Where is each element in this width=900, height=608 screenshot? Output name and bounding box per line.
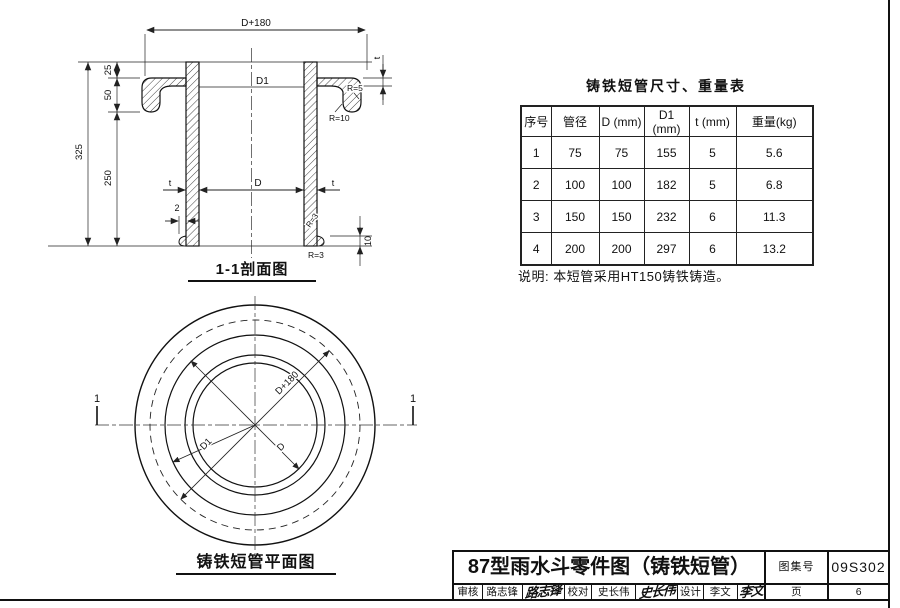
radius-label-r3-lower: R=3 bbox=[308, 250, 324, 260]
dim-label-bore: D bbox=[254, 178, 261, 189]
cell: 6 bbox=[688, 232, 737, 266]
spigot-bead-right bbox=[316, 235, 325, 247]
cell: 6 bbox=[688, 200, 737, 233]
col-header: D1 (mm) bbox=[643, 105, 690, 137]
cell: 11.3 bbox=[735, 200, 814, 233]
table-row: 2 100 100 182 5 6.8 bbox=[520, 168, 814, 201]
signature-scribble: 李文 bbox=[738, 582, 764, 601]
cell: 200 bbox=[550, 232, 600, 266]
radius-label-r10: R=10 bbox=[329, 113, 350, 123]
col-header: 重量(kg) bbox=[735, 105, 814, 137]
cell: 5.6 bbox=[735, 136, 814, 169]
sheet-border-right bbox=[888, 0, 890, 608]
checker-signature: 史长伟 bbox=[635, 582, 677, 601]
col-header: 管径 bbox=[550, 105, 600, 137]
cell: 2 bbox=[520, 168, 552, 201]
section-view-caption: 1-1剖面图 bbox=[188, 258, 316, 282]
dim-label-t-left: t bbox=[169, 178, 172, 188]
designer-name: 李文 bbox=[702, 585, 737, 601]
section-marker-label-right: 1 bbox=[410, 393, 416, 405]
cell: 75 bbox=[598, 136, 645, 169]
cell: 75 bbox=[550, 136, 600, 169]
spec-table-title: 铸铁短管尺寸、重量表 bbox=[586, 78, 746, 94]
section-view-drawing: D+180 D1 t 25 50 bbox=[48, 18, 392, 266]
plan-view-caption: 铸铁短管平面图 bbox=[176, 548, 336, 575]
leader-line bbox=[353, 92, 360, 100]
cell: 232 bbox=[643, 200, 690, 233]
table-header-row: 序号 管径 D (mm) D1 (mm) t (mm) 重量(kg) bbox=[520, 105, 814, 137]
checker-name: 史长伟 bbox=[591, 585, 635, 601]
pipe-wall-left bbox=[185, 61, 200, 247]
dim-label-t-right: t bbox=[332, 178, 335, 188]
flange-lip-left bbox=[141, 77, 187, 113]
dim-label-10: 10 bbox=[363, 236, 373, 246]
leader-line bbox=[334, 103, 343, 113]
checker-label: 校对 bbox=[563, 585, 592, 601]
col-header: t (mm) bbox=[688, 105, 737, 137]
cell: 150 bbox=[598, 200, 645, 233]
cell: 155 bbox=[643, 136, 690, 169]
cell: 182 bbox=[643, 168, 690, 201]
dim-line-flange-dia bbox=[172, 424, 256, 463]
col-header: 序号 bbox=[520, 105, 552, 137]
dim-label-250: 250 bbox=[103, 170, 114, 186]
spigot-bead-left bbox=[178, 235, 187, 247]
reviewer-signature: 路志锋 bbox=[521, 582, 564, 601]
page-label: 页 bbox=[763, 585, 828, 601]
reviewer-label: 审核 bbox=[457, 586, 479, 598]
dim-label-bore-dia: D bbox=[275, 441, 288, 454]
dim-label-t-lip: t bbox=[372, 56, 382, 59]
title-block-row1: 87型雨水斗零件图（铸铁短管） 图集号 09S302 bbox=[454, 552, 888, 585]
dim-label-50: 50 bbox=[103, 90, 114, 101]
flange-lip-right bbox=[316, 77, 362, 113]
dim-label-25: 25 bbox=[103, 65, 114, 76]
atlas-number-value: 09S302 bbox=[827, 552, 888, 583]
dim-label-top-width: D+180 bbox=[241, 18, 271, 29]
cell: 200 bbox=[598, 232, 645, 266]
plan-view-drawing: 1 1 D+180 D D1 bbox=[94, 296, 417, 556]
spec-table: 序号 管径 D (mm) D1 (mm) t (mm) 重量(kg) 1 75 … bbox=[520, 105, 814, 266]
cell: 13.2 bbox=[735, 232, 814, 266]
atlas-number-label: 图集号 bbox=[764, 552, 827, 583]
col-header: D (mm) bbox=[598, 105, 645, 137]
table-row: 3 150 150 232 6 11.3 bbox=[520, 200, 814, 233]
cell: 297 bbox=[643, 232, 690, 266]
dim-label-325: 325 bbox=[74, 144, 85, 160]
reviewer-name: 路志锋 bbox=[481, 585, 522, 601]
dim-label-d1: D1 bbox=[256, 76, 269, 87]
cell: 1 bbox=[520, 136, 552, 169]
section-marker-label-left: 1 bbox=[94, 393, 100, 405]
cell: 5 bbox=[688, 168, 737, 201]
table-row: 1 75 75 155 5 5.6 bbox=[520, 136, 814, 169]
designer-signature: 李文 bbox=[736, 582, 764, 601]
spec-table-section: 铸铁短管尺寸、重量表 序号 管径 D (mm) D1 (mm) t (mm) 重… bbox=[520, 76, 814, 266]
cell: 5 bbox=[688, 136, 737, 169]
radius-label-r5: R=5 bbox=[347, 83, 363, 93]
cell: 100 bbox=[550, 168, 600, 201]
designer-label: 设计 bbox=[676, 585, 703, 601]
sheet-border-bottom bbox=[0, 599, 890, 601]
title-block: 87型雨水斗零件图（铸铁短管） 图集号 09S302 审核 路志锋 路志锋 校对… bbox=[452, 550, 890, 601]
page-number: 6 bbox=[827, 585, 888, 601]
dim-line-bore-dia bbox=[190, 360, 300, 470]
cell: 100 bbox=[598, 168, 645, 201]
cell: 150 bbox=[550, 200, 600, 233]
cell: 4 bbox=[520, 232, 552, 266]
table-row: 4 200 200 297 6 13.2 bbox=[520, 232, 814, 266]
dim-label-2: 2 bbox=[174, 203, 179, 213]
material-note: 说明: 本短管采用HT150铸铁铸造。 bbox=[518, 269, 730, 284]
cell: 6.8 bbox=[735, 168, 814, 201]
cell: 3 bbox=[520, 200, 552, 233]
drawing-title: 87型雨水斗零件图（铸铁短管） bbox=[467, 556, 751, 578]
title-block-row2: 审核 路志锋 路志锋 校对 史长伟 史长伟 设计 李文 李文 页 6 bbox=[454, 582, 888, 601]
